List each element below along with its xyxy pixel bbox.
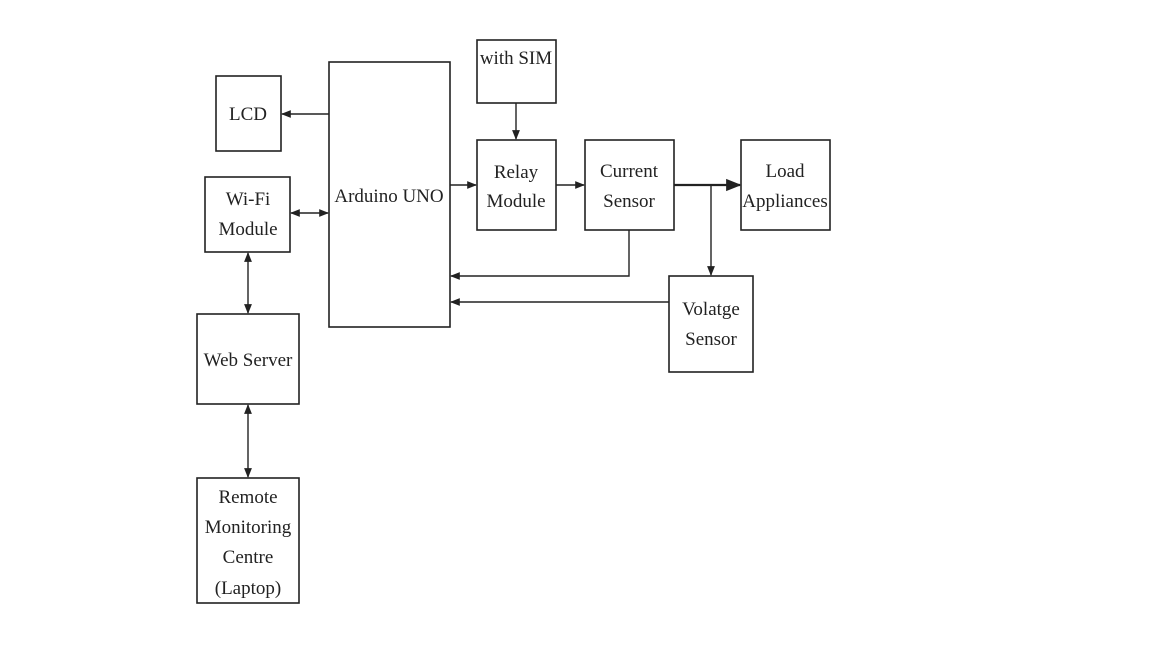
- load-appliances-block: Load Appliances: [740, 139, 831, 231]
- remote-label-3: Centre: [223, 547, 274, 568]
- remote-label-2: Monitoring: [205, 517, 292, 538]
- voltage-sensor-block: Volatge Sensor: [668, 275, 754, 373]
- wifi-label-1: Wi-Fi: [226, 189, 271, 210]
- load-label-1: Load: [765, 161, 805, 182]
- remote-label-1: Remote: [218, 487, 277, 508]
- current-to-arduino-feedback: [450, 230, 630, 280]
- current-label-1: Current: [600, 161, 659, 182]
- current-label-2: Sensor: [603, 191, 655, 212]
- arduino-label: Arduino UNO: [334, 186, 443, 207]
- webserver-label: Web Server: [204, 350, 293, 371]
- relay-label-1: Relay: [494, 162, 539, 183]
- remote-monitoring-block: Remote Monitoring Centre (Laptop): [196, 477, 300, 604]
- lcd-label: LCD: [229, 104, 267, 125]
- wifi-label-2: Module: [218, 219, 277, 240]
- top-block-label-1: with SIM: [480, 48, 552, 69]
- wifi-module-block: Wi-Fi Module: [204, 176, 291, 253]
- arduino-uno-block: Arduino UNO: [328, 61, 451, 328]
- remote-label-4: (Laptop): [215, 578, 281, 599]
- current-sensor-block: Current Sensor: [584, 139, 675, 231]
- top-block: with SIM: [476, 39, 557, 104]
- relay-label-2: Module: [486, 191, 545, 212]
- lcd-block: LCD: [215, 75, 282, 152]
- voltage-label-2: Sensor: [685, 329, 737, 350]
- load-label-2: Appliances: [742, 191, 827, 212]
- web-server-block: Web Server: [196, 313, 300, 405]
- voltage-label-1: Volatge: [682, 299, 740, 320]
- relay-module-block: Relay Module: [476, 139, 557, 231]
